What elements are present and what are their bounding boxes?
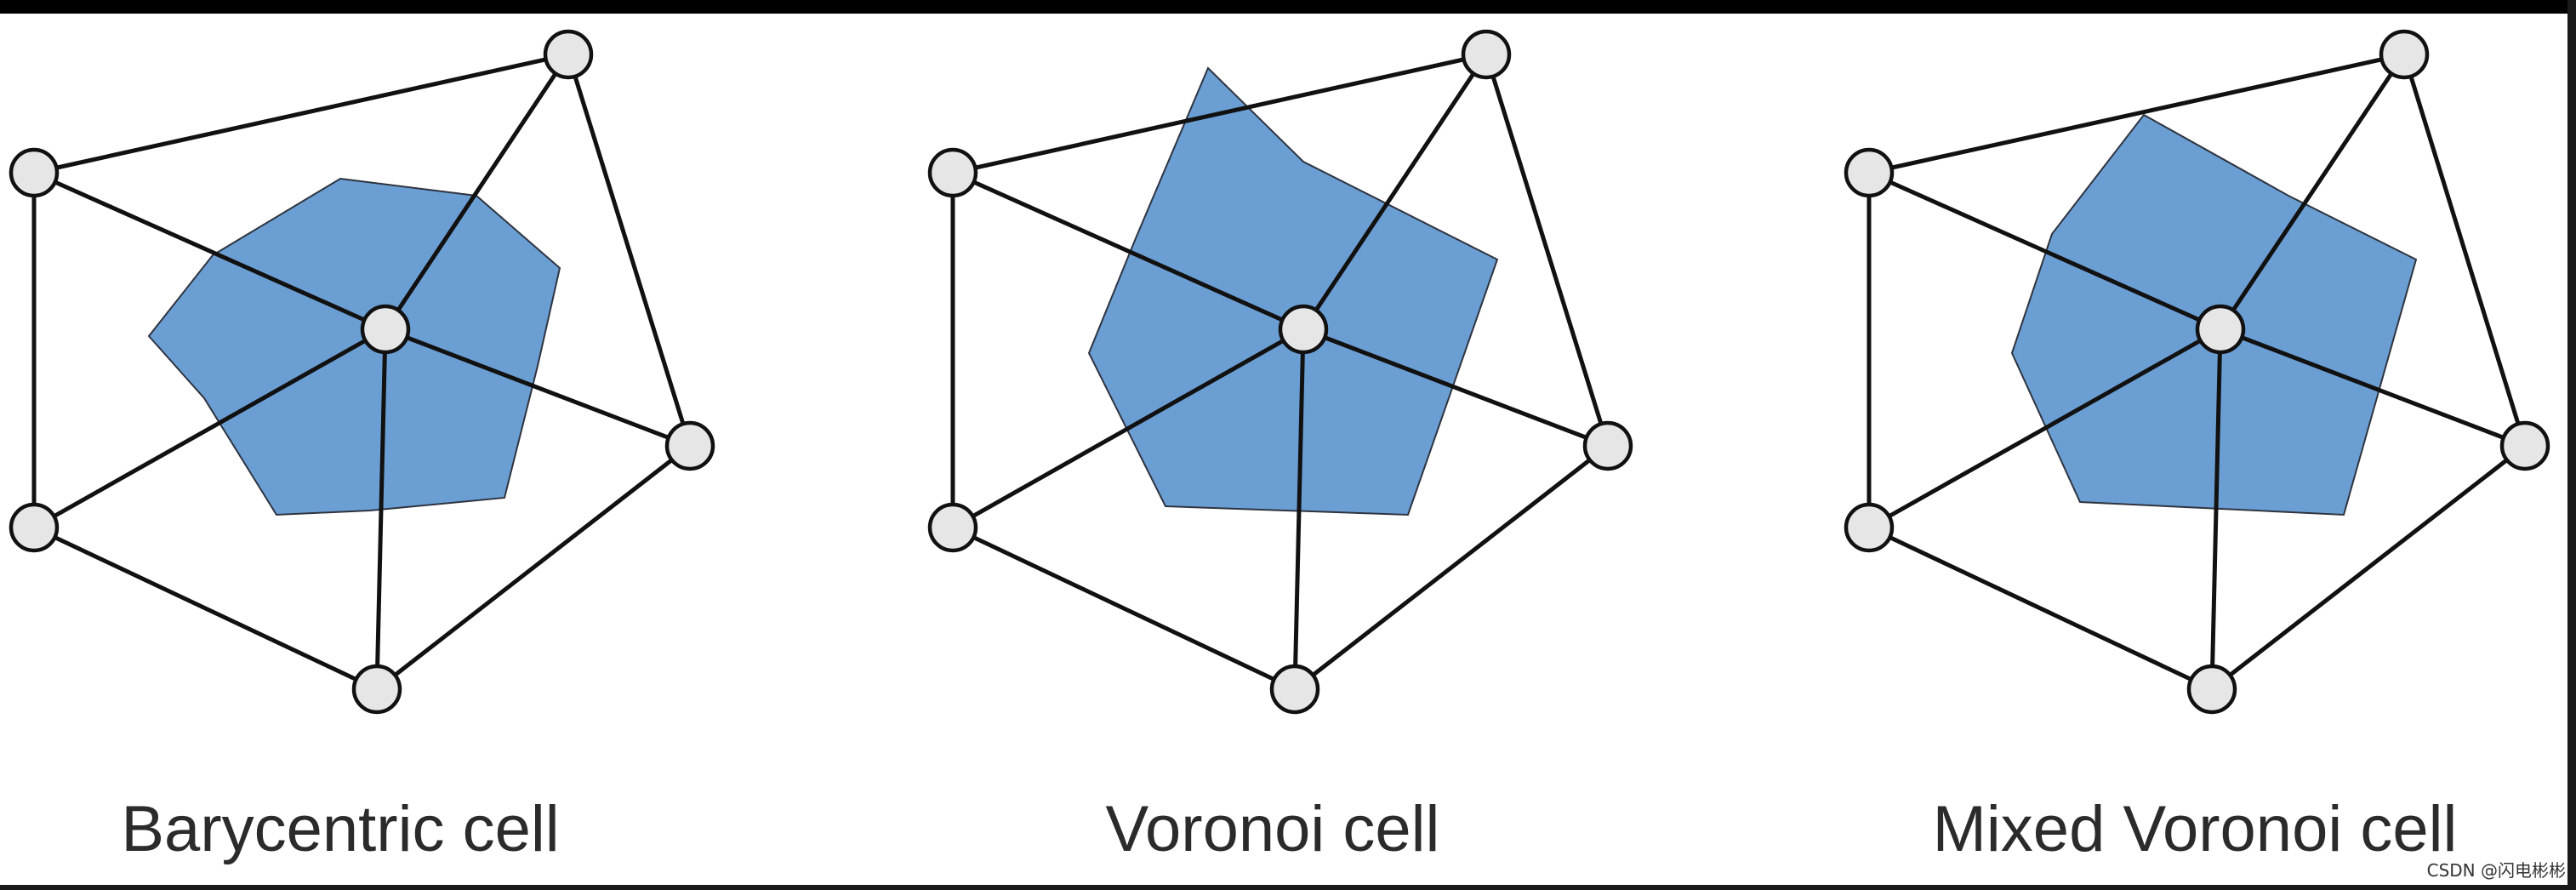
mesh-vertex xyxy=(2499,420,2550,471)
mesh-vertex xyxy=(1461,29,1512,80)
spoke-edge xyxy=(950,170,1306,332)
outer-edge xyxy=(1484,52,1610,448)
spoke-edge xyxy=(31,170,388,332)
outer-edge xyxy=(374,443,692,692)
center-vertex xyxy=(360,304,411,355)
mesh-vertex xyxy=(927,502,978,553)
spoke-edge xyxy=(383,327,692,448)
outer-edge xyxy=(2209,443,2528,692)
caption-mixed-voronoi-cell: Mixed Voronoi cell xyxy=(1932,793,2458,865)
outer-edge xyxy=(950,525,1297,692)
mesh-vertex xyxy=(664,420,715,471)
right-border xyxy=(2567,0,2576,890)
mesh-vertex xyxy=(9,147,60,198)
outer-edge xyxy=(31,525,379,692)
mesh-vertex xyxy=(1844,147,1895,198)
outer-edge xyxy=(1866,525,2214,692)
outer-edge xyxy=(2402,52,2528,448)
spoke-edge xyxy=(1292,327,1306,692)
mesh-vertex xyxy=(1582,420,1633,471)
center-vertex xyxy=(1278,304,1329,355)
voronoi-cell-region xyxy=(1087,66,1499,516)
caption-voronoi-cell: Voronoi cell xyxy=(1105,793,1440,865)
panel-barycentric xyxy=(9,29,715,715)
outer-edge xyxy=(950,52,1489,175)
outer-edge xyxy=(31,52,571,175)
spoke-edge xyxy=(950,327,1306,530)
panel-mixed-voronoi xyxy=(1844,29,2550,715)
top-border xyxy=(0,0,2576,14)
spoke-edge xyxy=(1301,52,1489,332)
spoke-edge xyxy=(1301,327,1610,448)
mesh-vertex xyxy=(543,29,594,80)
spoke-edge xyxy=(1866,170,2223,332)
spoke-edge xyxy=(1866,327,2223,530)
caption-barycentric-cell: Barycentric cell xyxy=(121,793,560,865)
mesh-vertex xyxy=(9,502,60,553)
watermark: CSDN @闪电彬彬 xyxy=(2426,860,2566,881)
mesh-vertex xyxy=(1269,664,1320,715)
spoke-edge xyxy=(374,327,388,692)
spoke-edge xyxy=(31,327,388,530)
mesh-vertex xyxy=(351,664,402,715)
center-vertex xyxy=(2195,304,2246,355)
outer-edge xyxy=(566,52,692,448)
spoke-edge xyxy=(2209,327,2223,692)
spoke-edge xyxy=(383,52,571,332)
mesh-vertex xyxy=(2379,29,2430,80)
spoke-edge xyxy=(2218,52,2407,332)
mesh-vertex xyxy=(927,147,978,198)
panel-voronoi xyxy=(927,29,1633,715)
bottom-border xyxy=(0,885,2576,890)
outer-edge xyxy=(1292,443,1610,692)
mesh-vertex xyxy=(2186,664,2237,715)
outer-edge xyxy=(1866,52,2407,175)
mesh-vertex xyxy=(1844,502,1895,553)
spoke-edge xyxy=(2218,327,2528,448)
